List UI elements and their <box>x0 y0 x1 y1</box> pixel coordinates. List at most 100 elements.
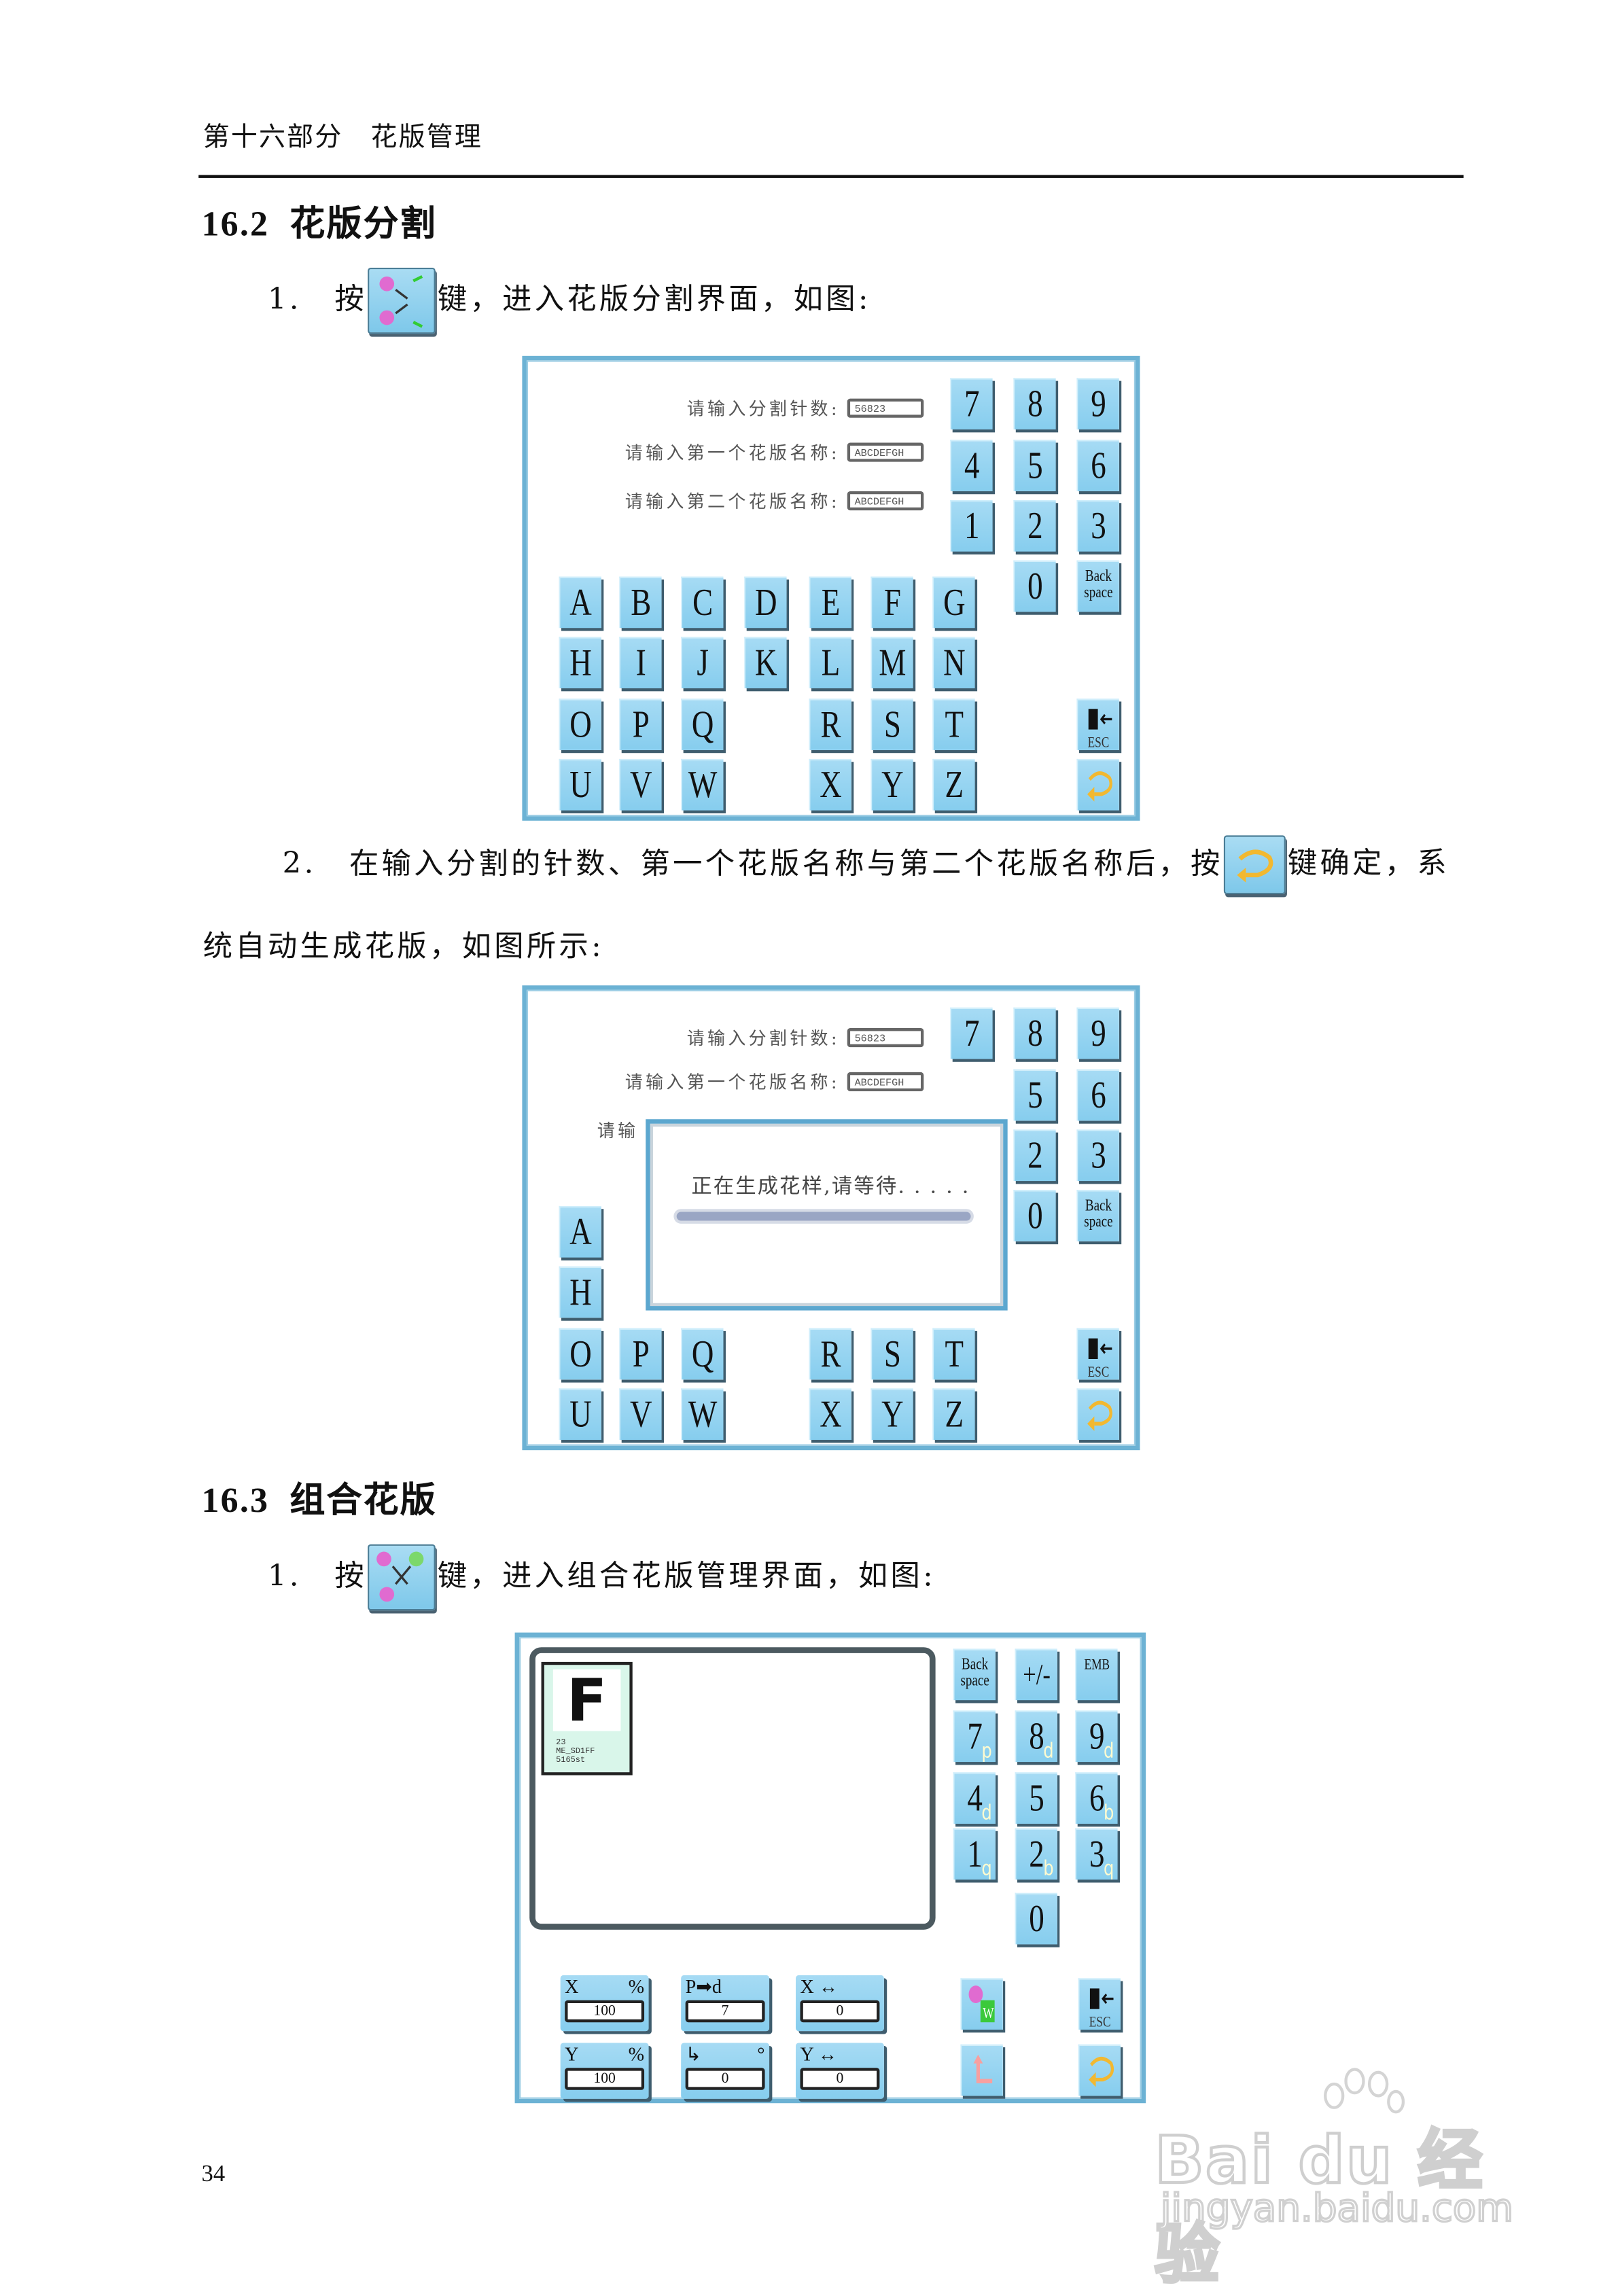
numpad-key-7[interactable]: 7 <box>950 1007 993 1059</box>
numpad-key-4[interactable]: 4 <box>950 440 993 491</box>
letter-key-E[interactable]: E <box>809 576 851 629</box>
enter-button[interactable] <box>1076 758 1119 811</box>
numpad-key-0[interactable]: 0 <box>1013 560 1056 612</box>
letter-key-X[interactable]: X <box>809 1388 851 1441</box>
delete-pattern-button[interactable]: W <box>960 1978 1003 2030</box>
numpad-key-9[interactable]: 9 <box>1076 1007 1119 1059</box>
letter-key-Q[interactable]: Q <box>681 1328 724 1380</box>
emb-key[interactable]: EMB <box>1075 1648 1118 1701</box>
backspace-key[interactable]: Back space <box>1076 1190 1119 1241</box>
letter-key-T[interactable]: T <box>932 699 975 750</box>
numpad-key-1[interactable]: 1 <box>950 499 993 552</box>
x-scale-field[interactable]: X%100 <box>560 1975 649 2032</box>
first-pattern-name-input[interactable]: ABCDEFGH <box>847 1072 924 1092</box>
letter-key-U[interactable]: U <box>559 1388 601 1441</box>
letter-key-H[interactable]: H <box>559 637 601 688</box>
param-value[interactable]: 0 <box>800 2000 880 2023</box>
letter-key-D[interactable]: D <box>744 576 787 629</box>
numpad-key-5[interactable]: 5 <box>1013 440 1056 491</box>
esc-button[interactable]: ESC <box>1078 1978 1121 2031</box>
letter-key-L[interactable]: L <box>809 637 851 688</box>
combine-pattern-button-icon[interactable] <box>368 1544 436 1611</box>
numpad-key-5[interactable]: 5 <box>1015 1772 1057 1824</box>
letter-key-S[interactable]: S <box>870 1328 913 1380</box>
letter-key-O[interactable]: O <box>559 1328 601 1380</box>
letter-key-Z[interactable]: Z <box>932 1388 975 1441</box>
letter-key-W[interactable]: W <box>681 758 724 811</box>
letter-key-K[interactable]: K <box>744 637 787 688</box>
letter-key-B[interactable]: B <box>619 576 662 629</box>
enter-button[interactable] <box>1078 2044 1121 2096</box>
letter-key-Z[interactable]: Z <box>932 758 975 811</box>
numpad-key-8[interactable]: 8 <box>1013 1007 1056 1059</box>
pattern-thumbnail[interactable]: F 23 ME_SD1FF 5165st <box>541 1661 633 1776</box>
enter-button-icon[interactable] <box>1224 835 1286 895</box>
letter-key-M[interactable]: M <box>870 637 913 688</box>
letter-key-W[interactable]: W <box>681 1388 724 1441</box>
return-button[interactable] <box>960 2044 1003 2096</box>
param-value[interactable]: 0 <box>800 2068 880 2090</box>
param-value[interactable]: 100 <box>565 2000 645 2023</box>
letter-key-R[interactable]: R <box>809 699 851 750</box>
letter-key-N[interactable]: N <box>932 637 975 688</box>
numpad-key-6[interactable]: 6 <box>1076 1069 1119 1121</box>
numpad-key-8[interactable]: 8 <box>1013 378 1056 430</box>
letter-key-P[interactable]: P <box>619 1328 662 1380</box>
letter-key-V[interactable]: V <box>619 758 662 811</box>
backspace-key[interactable]: Back space <box>953 1648 996 1701</box>
numpad-key-6[interactable]: 6 <box>1076 440 1119 491</box>
letter-key-Q[interactable]: Q <box>681 699 724 750</box>
numpad-key-3[interactable]: 3 <box>1076 499 1119 552</box>
param-value[interactable]: 0 <box>685 2068 765 2090</box>
numpad-key-3[interactable]: 3 <box>1076 1129 1119 1182</box>
letter-key-I[interactable]: I <box>619 637 662 688</box>
letter-key-J[interactable]: J <box>681 637 724 688</box>
first-pattern-name-input[interactable]: ABCDEFGH <box>847 442 924 462</box>
backspace-key[interactable]: Back space <box>1076 560 1119 612</box>
letter-key-Y[interactable]: Y <box>870 758 913 811</box>
stitch-count-input[interactable]: 56823 <box>847 398 924 418</box>
numpad-key-2[interactable]: 2 <box>1013 499 1056 552</box>
letter-key-G[interactable]: G <box>932 576 975 629</box>
numpad-key-5[interactable]: 5 <box>1013 1069 1056 1121</box>
second-pattern-name-input[interactable]: ABCDEFGH <box>847 491 924 511</box>
x-spacing-field[interactable]: X ↔0 <box>795 1975 884 2032</box>
esc-button[interactable]: ESC <box>1076 699 1119 752</box>
letter-key-Y[interactable]: Y <box>870 1388 913 1441</box>
letter-key-C[interactable]: C <box>681 576 724 629</box>
letter-key-A[interactable]: A <box>559 576 601 629</box>
numpad-key-9[interactable]: 9 <box>1076 378 1119 430</box>
plus-minus-key[interactable]: +/- <box>1015 1648 1057 1701</box>
letter-key-U[interactable]: U <box>559 758 601 811</box>
stitch-count-input[interactable]: 56823 <box>847 1027 924 1048</box>
split-pattern-button-icon[interactable] <box>368 267 436 334</box>
letter-key-P[interactable]: P <box>619 699 662 750</box>
param-value[interactable]: 100 <box>565 2068 645 2090</box>
letter-key-V[interactable]: V <box>619 1388 662 1441</box>
letter-key-A[interactable]: A <box>559 1205 601 1258</box>
y-scale-field[interactable]: Y%100 <box>560 2043 649 2099</box>
rotation-field[interactable]: ↳°0 <box>681 2043 770 2099</box>
numpad-key-0[interactable]: 0 <box>1015 1892 1057 1945</box>
letter-key-R[interactable]: R <box>809 1328 851 1380</box>
letter-key-S[interactable]: S <box>870 699 913 750</box>
letter-key-H[interactable]: H <box>559 1266 601 1318</box>
numpad-key-0[interactable]: 0 <box>1013 1190 1056 1241</box>
numpad-key-2[interactable]: 2 <box>1013 1129 1056 1182</box>
esc-button[interactable]: ESC <box>1076 1328 1119 1381</box>
numpad-key-7[interactable]: 7 <box>950 378 993 430</box>
letter-key-T[interactable]: T <box>932 1328 975 1380</box>
letter-key-F[interactable]: F <box>870 576 913 629</box>
letter-key-O[interactable]: O <box>559 699 601 750</box>
param-value[interactable]: 7 <box>685 2000 765 2023</box>
letter-key-X[interactable]: X <box>809 758 851 811</box>
